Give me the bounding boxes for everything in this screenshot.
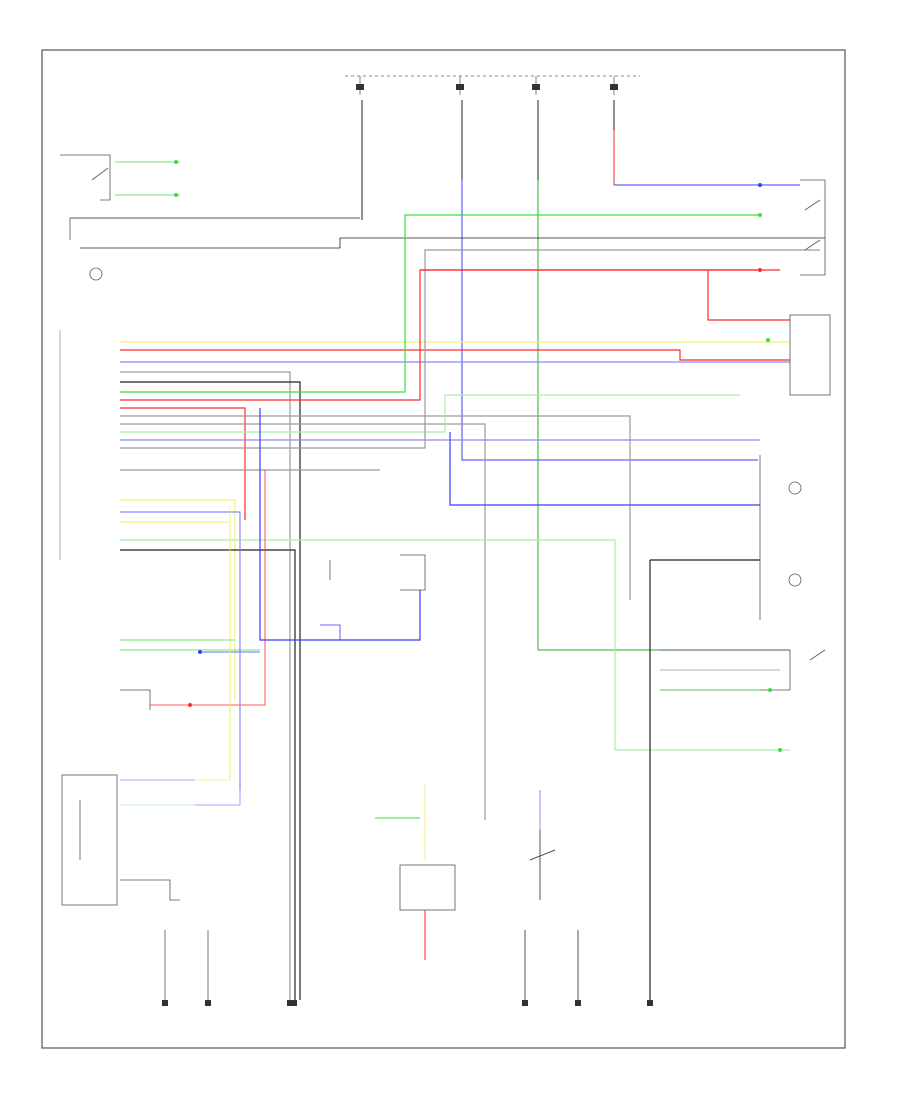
lower-left-circuit xyxy=(120,879,209,1005)
right-lower-switch xyxy=(660,649,826,691)
ground-icon xyxy=(647,1000,653,1006)
center-right-switch xyxy=(524,790,579,1005)
bus-wires xyxy=(120,214,820,1000)
fuse-feed-wires xyxy=(361,100,800,651)
fuse-icon xyxy=(532,84,540,90)
center-lower-switch xyxy=(375,785,456,960)
diagram-border xyxy=(41,49,846,1049)
ground-symbols xyxy=(162,1000,653,1006)
fuse-markers xyxy=(356,84,618,90)
fuse-icon xyxy=(356,84,364,90)
ground-icon xyxy=(162,1000,168,1006)
fuse-icon xyxy=(610,84,618,90)
splice-dots xyxy=(174,160,782,752)
ground-icon xyxy=(205,1000,211,1006)
brake-feed xyxy=(420,269,790,321)
top-fuse-group xyxy=(345,75,640,95)
ground-icon xyxy=(287,1000,297,1006)
main-switch xyxy=(60,154,825,281)
right-connector xyxy=(759,455,802,620)
center-connector xyxy=(320,554,426,641)
right-control-module xyxy=(789,314,831,396)
red-splice-dots xyxy=(188,268,762,707)
fuse-icon xyxy=(456,84,464,90)
right-top-switch xyxy=(800,179,826,276)
ground-icon xyxy=(522,1000,528,1006)
ground-icon xyxy=(575,1000,581,1006)
blue-splice-dots xyxy=(198,183,762,654)
